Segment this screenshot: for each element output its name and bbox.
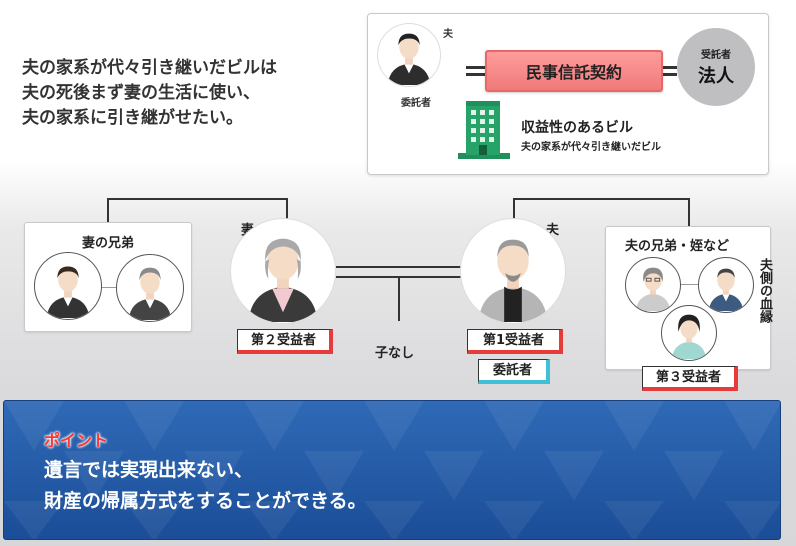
husband-small-label: 夫: [443, 29, 453, 40]
building-subtitle: 夫の家系が代々引き継いだビル: [521, 142, 661, 153]
wife-sibling-line-right: [286, 198, 288, 220]
man-icon: [46, 266, 90, 318]
settlor-small-label: 委託者: [401, 98, 431, 109]
wife-sibling-line-left: [107, 198, 109, 222]
second-beneficiary-tag: 第２受益者: [237, 329, 333, 354]
trustee-corporation-label: 法人: [698, 66, 734, 87]
point-text: 遺言では実現出来ない、 財産の帰属方式をすることができる。: [44, 455, 367, 517]
niece-avatar: [625, 257, 681, 313]
building-icon: [458, 97, 510, 159]
point-line-2: 財産の帰属方式をすることができる。: [44, 490, 367, 512]
siblings-connector: [100, 287, 118, 288]
man-icon: [708, 268, 744, 311]
intro-line-2: 夫の死後まず妻の生活に使い、: [22, 83, 260, 103]
wife-avatar: [230, 218, 336, 324]
woman-icon: [635, 267, 671, 311]
husband-relatives-line-right: [688, 198, 690, 226]
wife-sibling-line-top: [107, 198, 288, 200]
husband-relatives-title: 夫の兄弟・姪など: [624, 239, 729, 254]
man-icon: [478, 239, 548, 322]
triangle-pattern: [4, 401, 780, 539]
wife-siblings-title: 妻の兄弟: [81, 236, 134, 251]
marriage-line-top: [336, 266, 462, 268]
third-beneficiary-tag: 第３受益者: [642, 366, 738, 391]
settlor-husband-avatar: [377, 23, 441, 87]
no-child-line: [398, 277, 400, 321]
intro-line-1: 夫の家系が代々引き継いだビルは: [22, 58, 277, 78]
point-panel: [3, 400, 781, 540]
first-beneficiary-tag: 第1受益者: [467, 329, 563, 354]
woman-icon: [671, 314, 707, 359]
wife-sibling-2-avatar: [116, 254, 184, 322]
relative-woman-avatar: [661, 305, 717, 361]
civil-trust-contract-banner: 民事信託契約: [485, 50, 663, 92]
point-title: ポイント: [44, 431, 109, 450]
no-children-label: 子なし: [375, 346, 415, 361]
husband-avatar: [460, 218, 566, 324]
husband-relatives-line-left: [513, 198, 515, 220]
man-icon: [387, 33, 431, 85]
trustee-small-label: 受託者: [701, 50, 731, 61]
intro-line-3: 夫の家系に引き継がせたい。: [22, 108, 243, 128]
woman-icon: [248, 238, 318, 322]
husband-blood-vertical-label: 夫側の血縁: [757, 258, 772, 323]
trustee-corporation-circle: 受託者 法人: [677, 28, 755, 106]
contract-connector-left: [466, 66, 485, 76]
settlor-tag: 委託者: [478, 359, 550, 384]
building-title: 収益性のあるビル: [521, 120, 633, 136]
man-icon: [128, 267, 172, 320]
nephew-avatar: [698, 257, 754, 313]
wife-brother-avatar: [34, 252, 102, 320]
husband-relatives-line-top: [513, 198, 690, 200]
point-line-1: 遺言では実現出来ない、: [44, 459, 254, 481]
relatives-connector: [680, 284, 700, 285]
intro-text: 夫の家系が代々引き継いだビルは 夫の死後まず妻の生活に使い、 夫の家系に引き継が…: [22, 56, 352, 131]
contract-connector-right: [663, 66, 677, 76]
